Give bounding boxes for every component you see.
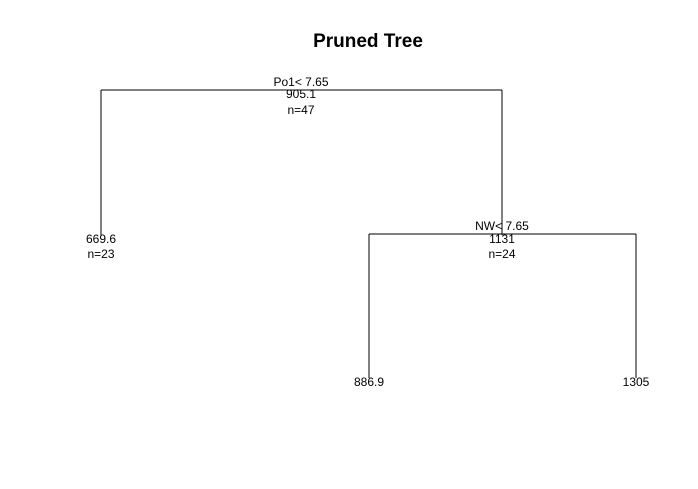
root-split-label: Po1< 7.65 <box>273 75 328 89</box>
left-leaf-count-label: n=23 <box>87 247 114 261</box>
right-right-leaf-value-label: 1305 <box>623 375 650 389</box>
root-value-label: 905.1 <box>286 87 316 101</box>
diagram-title: Pruned Tree <box>313 31 423 52</box>
right-left-leaf-value-label: 886.9 <box>354 375 384 389</box>
right-node-count-label: n=24 <box>488 247 515 261</box>
right-node-value-label: 1131 <box>489 232 515 246</box>
root-count-label: n=47 <box>287 103 314 117</box>
left-leaf-value-label: 669.6 <box>86 232 116 246</box>
right-node-split-label: NW< 7.65 <box>475 219 529 233</box>
